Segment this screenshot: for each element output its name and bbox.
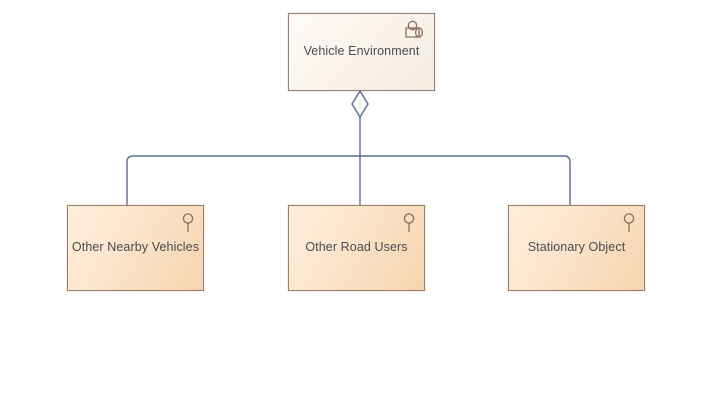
node-label: Stationary Object <box>527 240 626 255</box>
node-other-nearby-vehicles[interactable]: Other Nearby Vehicles <box>67 205 204 291</box>
actor-lollipop-icon <box>620 211 638 235</box>
aggregation-diamond <box>351 89 369 119</box>
node-stationary-object[interactable]: Stationary Object <box>508 205 645 291</box>
branch-line-left <box>126 155 361 206</box>
actor-lollipop-icon <box>400 211 418 235</box>
node-label: Other Nearby Vehicles <box>71 240 200 255</box>
node-other-road-users[interactable]: Other Road Users <box>288 205 425 291</box>
actor-lollipop-icon <box>179 211 197 235</box>
branch-line-right <box>359 155 571 206</box>
node-label: Other Road Users <box>305 240 408 255</box>
node-vehicle-environment[interactable]: Vehicle Environment <box>288 13 435 91</box>
node-label: Vehicle Environment <box>303 44 420 59</box>
block-stereotype-icon <box>402 19 428 41</box>
